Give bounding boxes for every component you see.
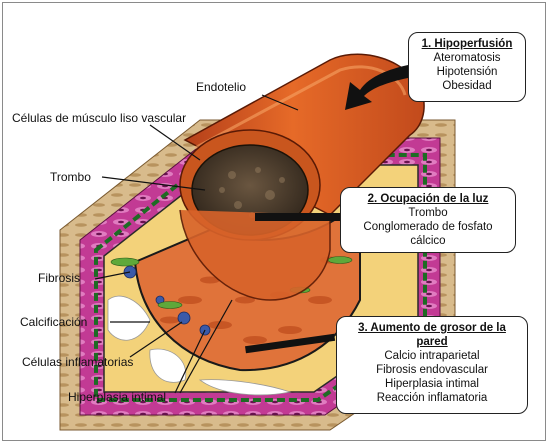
callout-item: Fibrosis endovascular	[376, 364, 488, 376]
callout-item: Ateromatosis	[433, 52, 501, 64]
label-celulas-musculo-liso: Células de músculo liso vascular	[12, 111, 187, 125]
label-calcificacion: Calcificación	[20, 315, 88, 329]
callout-item: Hiperplasia intimal	[385, 378, 479, 390]
pointer-lines	[94, 94, 299, 394]
callout-box-hipoperfusion: 1. Hipoperfusión Ateromatosis Hipotensió…	[408, 32, 526, 102]
label-trombo: Trombo	[50, 170, 91, 184]
callout-item: Hipotensión	[436, 66, 498, 78]
callout-title: 2. Ocupación de la luz	[367, 193, 489, 205]
label-hiperplasia-intimal: Hiperplasia intimal	[68, 390, 167, 404]
callout-title: 3. Aumento de grosor de la	[358, 322, 506, 334]
callout-item: Calcio intraparietal	[384, 350, 480, 362]
callout-item: Obesidad	[442, 80, 492, 92]
callout-item: Reacción inflamatoria	[376, 392, 488, 404]
callout-arrows	[245, 65, 408, 354]
callout-title-cont: pared	[416, 336, 448, 348]
callout-item: Conglomerado de fosfato	[363, 221, 493, 233]
callout-box-aumento-grosor: 3. Aumento de grosor de la pared Calcio …	[336, 316, 528, 414]
callout-item: cálcico	[410, 235, 446, 247]
callout-item: Trombo	[408, 207, 448, 219]
label-fibrosis: Fibrosis	[38, 271, 81, 285]
calcification-patches	[107, 295, 292, 396]
label-endotelio: Endotelio	[196, 80, 247, 94]
callout-title: 1. Hipoperfusión	[421, 38, 513, 50]
callout-box-ocupacion-luz: 2. Ocupación de la luz Trombo Conglomera…	[340, 187, 516, 253]
label-celulas-inflamatorias: Células inflamatorias	[22, 355, 134, 369]
